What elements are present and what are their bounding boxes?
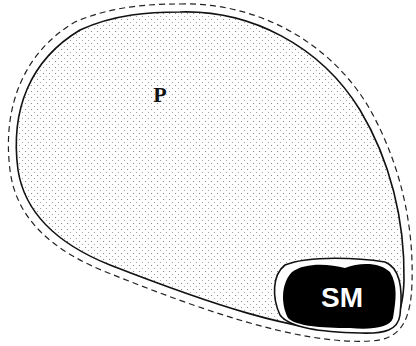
outer-dashed-outline (8, 4, 412, 341)
region-outline (275, 258, 402, 333)
region-label: P (153, 82, 166, 108)
stippled-region (16, 12, 404, 332)
black-mass (283, 264, 396, 329)
mass-region: SM (270, 252, 410, 340)
region-label: SM (321, 282, 363, 314)
